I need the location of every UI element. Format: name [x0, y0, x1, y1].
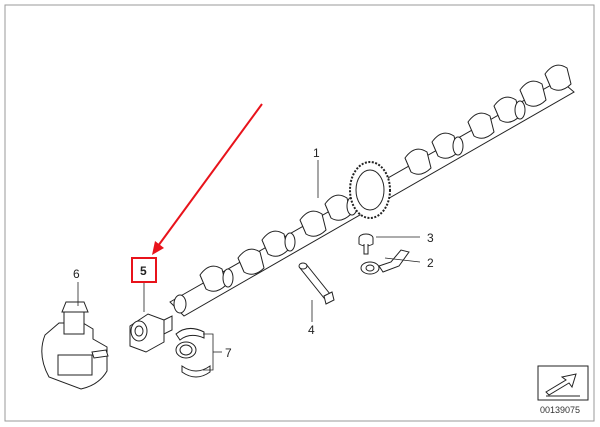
- highlight-arrow: [152, 103, 263, 255]
- sensor-wheel: [129, 313, 173, 353]
- arrow-box-icon: [537, 365, 589, 401]
- camshaft-front-stub: [173, 294, 187, 314]
- callout-7: 7: [225, 346, 232, 360]
- callout-3: 3: [427, 231, 434, 245]
- diagram-frame: [4, 4, 595, 422]
- camshaft: [169, 64, 575, 317]
- leader-lines: [77, 160, 421, 371]
- callout-2: 2: [427, 256, 434, 270]
- callout-4: 4: [308, 323, 315, 337]
- callout-1: 1: [313, 146, 320, 160]
- camshaft-gear: [349, 161, 391, 219]
- sensor-housing: [41, 301, 109, 390]
- bolt: [358, 233, 374, 255]
- bracket: [360, 249, 410, 275]
- callout-5: 5: [140, 264, 147, 278]
- callout-6: 6: [73, 267, 80, 281]
- pin: [298, 262, 335, 305]
- bearing-shells: [175, 328, 211, 378]
- camshaft-lobes: [199, 64, 572, 292]
- document-number: 00139075: [540, 405, 580, 415]
- callout-5-highlight-box: [131, 257, 157, 283]
